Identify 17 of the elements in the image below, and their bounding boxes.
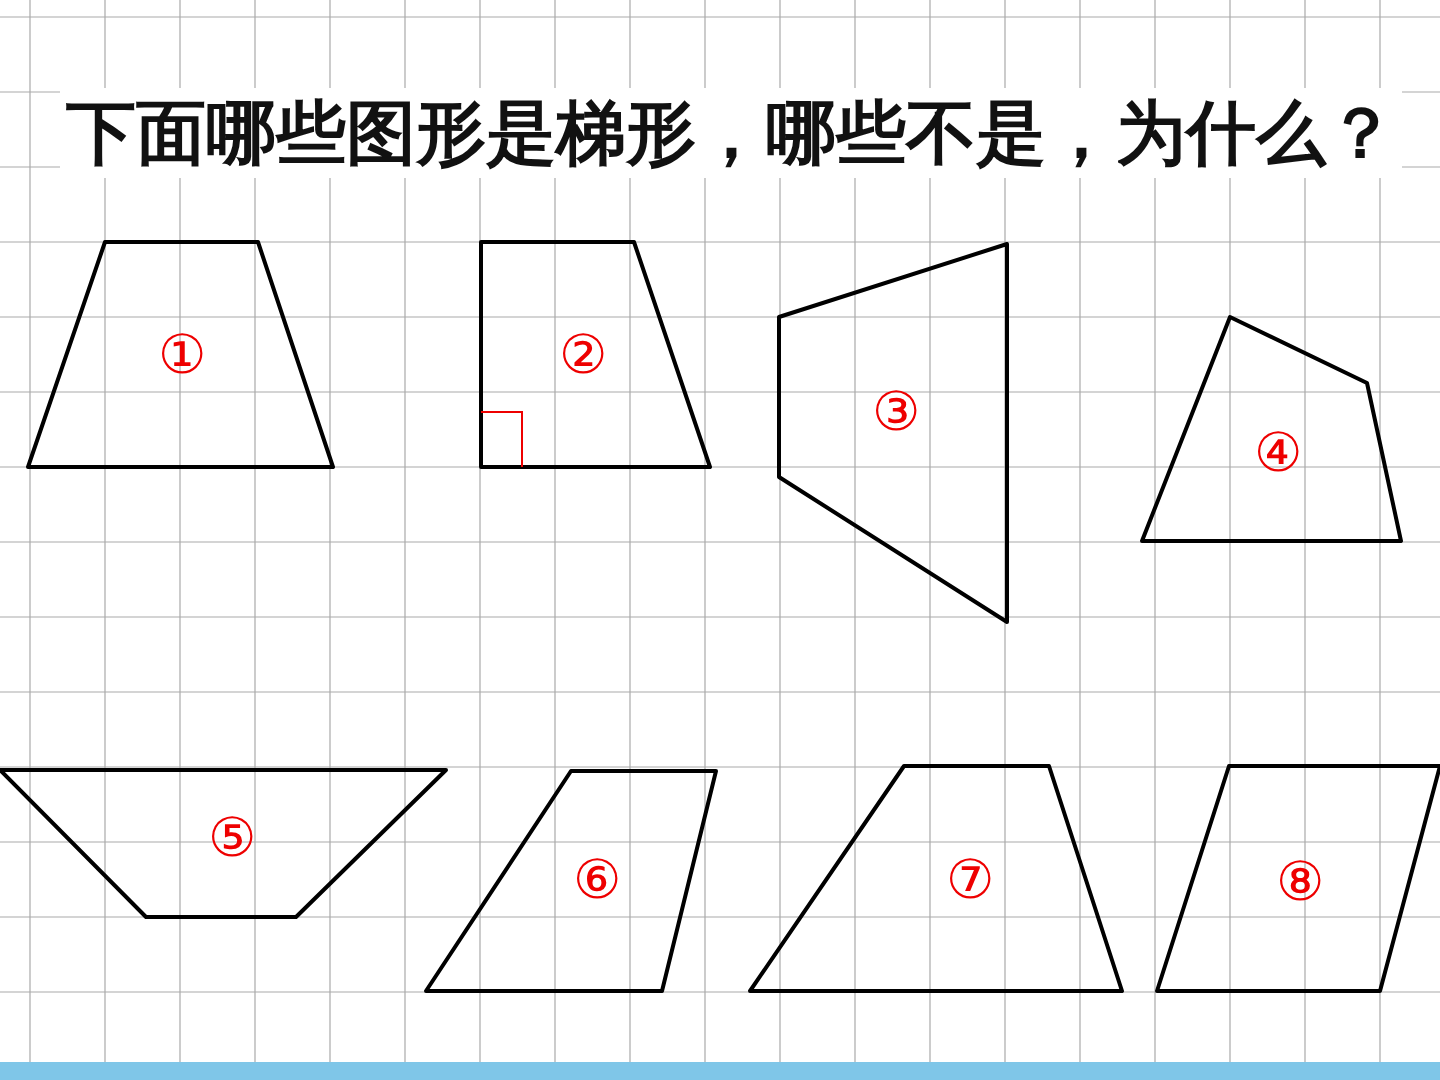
shape-number: ⑤	[208, 808, 256, 868]
shape-number: ④	[1254, 423, 1302, 483]
title: 下面哪些图形是梯形，哪些不是，为什么？	[60, 88, 1402, 178]
quadrilateral	[426, 771, 716, 991]
quadrilateral	[481, 242, 710, 467]
shape-number: ②	[559, 325, 607, 385]
quadrilateral	[28, 242, 333, 467]
quadrilateral	[1157, 766, 1440, 991]
shape-number: ⑥	[573, 850, 621, 910]
quadrilateral	[1142, 317, 1401, 541]
shape-number: ⑦	[946, 850, 994, 910]
shape-number: ⑧	[1276, 852, 1324, 912]
quadrilateral	[750, 766, 1122, 991]
shape-number: ①	[158, 325, 206, 385]
quadrilateral	[779, 244, 1007, 622]
quadrilateral	[0, 770, 446, 917]
shape-number: ③	[872, 382, 920, 442]
